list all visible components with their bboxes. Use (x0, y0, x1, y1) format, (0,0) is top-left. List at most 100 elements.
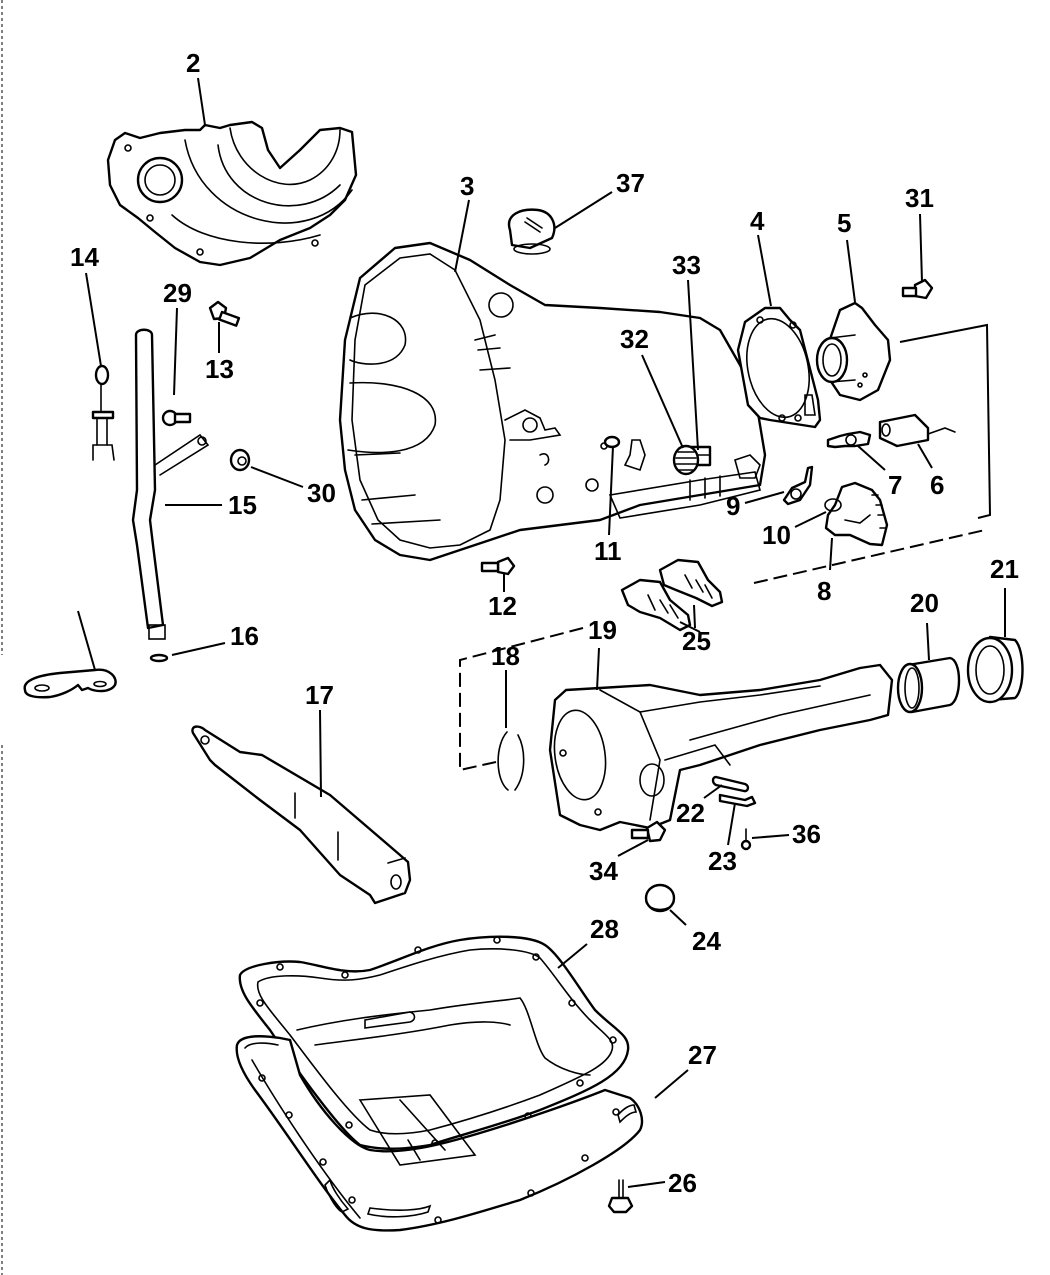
callout-33: 33 (672, 250, 701, 280)
leader-line (641, 354, 684, 449)
leader-line (77, 610, 96, 671)
callout-29: 29 (163, 278, 192, 308)
part-cooler-fittings[interactable] (620, 558, 724, 632)
callout-30: 30 (307, 478, 336, 508)
leader-line (926, 622, 930, 661)
leader-line (669, 909, 687, 926)
callout-25: 25 (682, 626, 711, 656)
part-sensor[interactable] (826, 430, 872, 449)
callout-12: 12 (488, 591, 517, 621)
callout-6: 6 (930, 470, 944, 500)
callout-7: 7 (888, 470, 902, 500)
leader-line (557, 943, 588, 969)
part-plug-32[interactable] (672, 444, 700, 476)
part-bracket[interactable] (782, 465, 814, 506)
callout-3: 3 (460, 171, 474, 201)
part-bolt-26[interactable] (607, 1179, 634, 1214)
part-plate-22[interactable] (711, 775, 750, 793)
part-retainer[interactable] (815, 301, 892, 402)
callout-16: 16 (230, 621, 259, 651)
part-dust-cover[interactable] (106, 120, 358, 267)
leader-line (608, 445, 614, 536)
callout-23: 23 (708, 846, 737, 876)
bracket-line (899, 323, 992, 519)
callout-15: 15 (228, 490, 257, 520)
part-cap-plug[interactable] (507, 208, 556, 255)
part-bolt-12[interactable] (480, 556, 516, 576)
leader-line (679, 621, 701, 633)
part-extension-housing[interactable] (548, 663, 894, 832)
part-dipstick[interactable] (91, 364, 115, 461)
part-seal[interactable] (966, 635, 1024, 704)
part-screw[interactable] (740, 828, 752, 851)
part-transmission-case[interactable] (338, 241, 767, 562)
leader-line (744, 491, 785, 504)
leader-line (319, 709, 322, 798)
part-bushing[interactable] (896, 656, 961, 714)
part-dipstick-tube[interactable] (131, 328, 210, 640)
callout-24: 24 (692, 926, 721, 956)
leader-line (829, 537, 833, 571)
part-solenoid[interactable] (878, 413, 956, 448)
leader-line (727, 802, 736, 846)
callout-36: 37 (616, 168, 645, 198)
callout-20: 20 (910, 588, 939, 618)
leader-line (757, 234, 772, 307)
part-clip[interactable] (718, 793, 757, 808)
callout-17: 17 (305, 680, 334, 710)
leader-line (857, 445, 886, 471)
callout-13: 13 (205, 354, 234, 384)
leader-line (794, 511, 827, 528)
part-o-ring[interactable] (149, 653, 169, 663)
leader-line (171, 642, 226, 656)
leader-line (173, 307, 178, 396)
leader-line (454, 199, 470, 273)
leader-line (703, 784, 723, 799)
part-bolt-13[interactable] (208, 300, 241, 327)
part-gasket-18[interactable] (497, 731, 525, 791)
part-oil-pan-gasket[interactable] (238, 935, 630, 1150)
callout-4: 4 (750, 206, 765, 236)
leader-line (654, 1069, 689, 1099)
part-adapter-gasket[interactable] (736, 306, 822, 429)
part-support-bracket[interactable] (191, 725, 412, 905)
callout-27: 27 (688, 1040, 717, 1070)
part-oil-pan[interactable] (235, 1035, 644, 1232)
leader-line (846, 239, 856, 303)
leader-line (85, 272, 102, 367)
callout-22: 22 (676, 798, 705, 828)
leader-line (250, 466, 304, 488)
part-plate-37[interactable] (23, 668, 117, 699)
callout-31: 31 (905, 183, 934, 213)
leader-line (751, 834, 790, 839)
callout-35: 36 (792, 819, 821, 849)
callout-34: 34 (589, 856, 618, 886)
leader-line (197, 77, 206, 126)
callout-2: 2 (186, 48, 200, 78)
part-bolt-34[interactable] (630, 820, 667, 843)
callout-18: 18 (491, 641, 520, 671)
bracket-line (459, 627, 584, 772)
callout-11: 11 (594, 536, 622, 566)
callout-14: 14 (70, 242, 99, 272)
part-bolt-29[interactable] (161, 409, 192, 427)
leader-line (627, 1181, 666, 1188)
callout-21: 21 (990, 554, 1019, 584)
leader-line (693, 604, 696, 629)
part-plug-24[interactable] (644, 883, 676, 913)
leader-line (596, 647, 600, 691)
part-bolt-31[interactable] (901, 278, 934, 300)
callout-19: 19 (588, 615, 617, 645)
leader-line (917, 443, 933, 469)
leader-line (687, 279, 699, 451)
callout-5: 5 (837, 208, 851, 238)
part-nut[interactable] (229, 448, 251, 472)
leader-line (919, 213, 923, 283)
callout-28: 28 (590, 914, 619, 944)
callout-26: 26 (668, 1168, 697, 1198)
callout-10: 10 (762, 520, 791, 550)
callout-8: 8 (817, 576, 831, 606)
callout-9: 9 (726, 491, 740, 521)
part-switch-assembly[interactable] (824, 481, 889, 547)
